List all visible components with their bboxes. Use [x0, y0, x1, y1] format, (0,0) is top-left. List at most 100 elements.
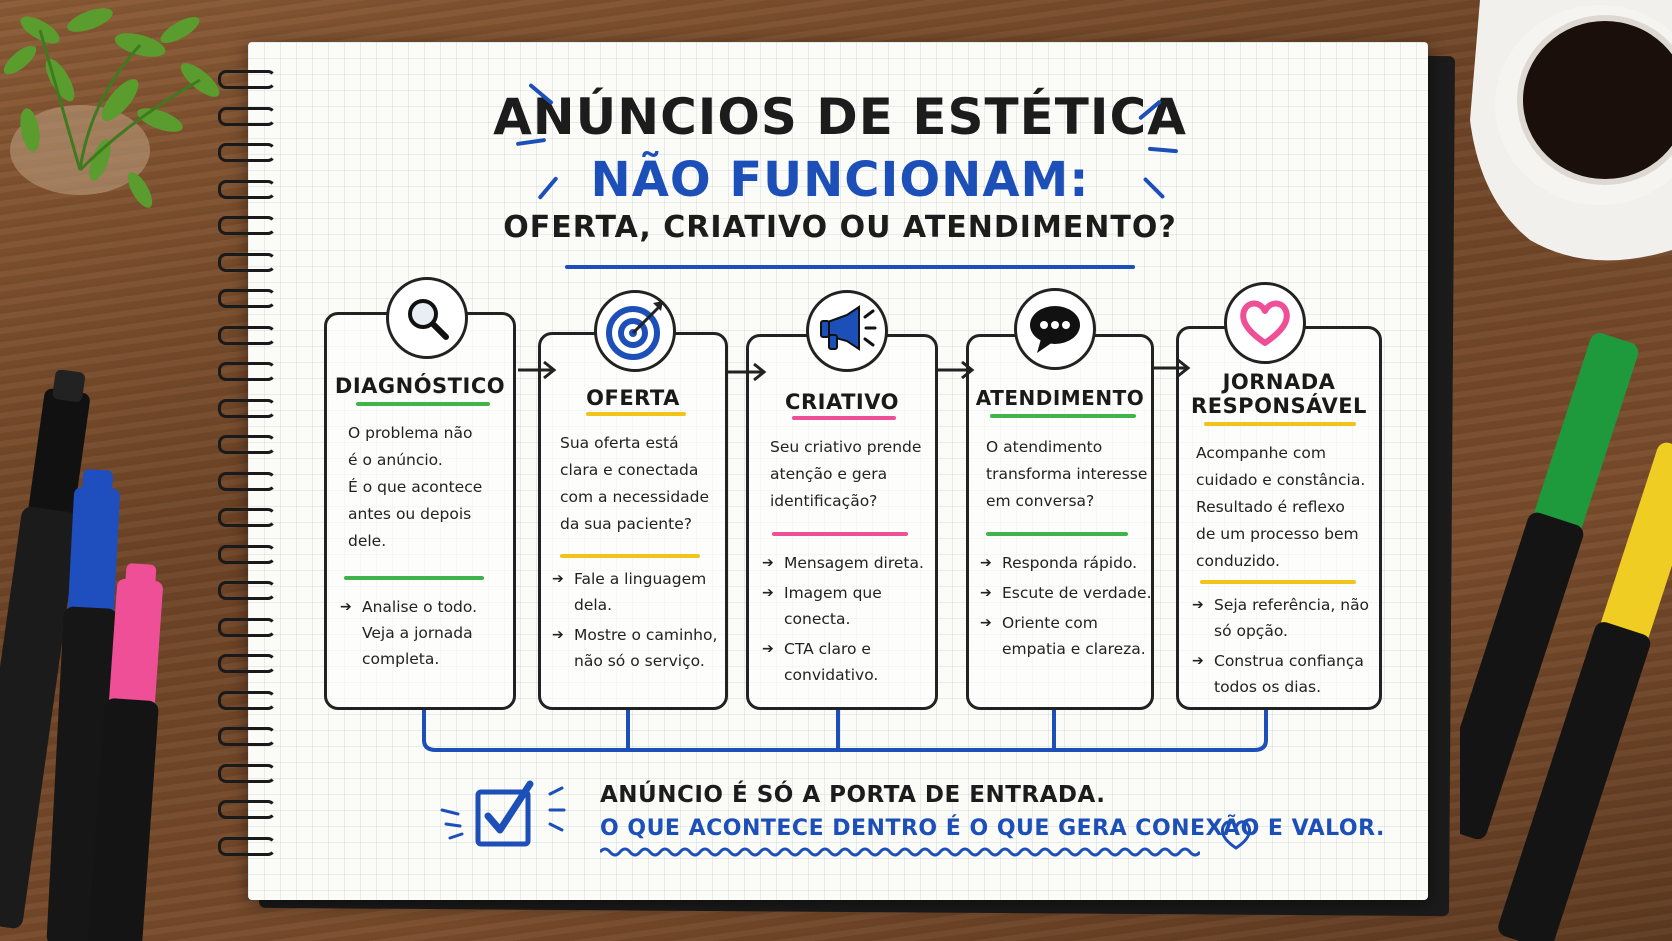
step-icon-circle: [386, 277, 468, 359]
step-bullet: Imagem que conecta.: [762, 580, 934, 632]
target-icon: [603, 299, 667, 363]
title-line-1: ANÚNCIOS DE ESTÉTICA: [460, 88, 1220, 146]
heart-outline-icon: [1218, 818, 1254, 852]
title-line-2: NÃO FUNCIONAM:: [460, 152, 1220, 208]
flow-arrow-icon: [516, 360, 560, 380]
step-text: O atendimento transforma interesse em co…: [986, 434, 1156, 515]
step-title: DIAGNÓSTICO: [324, 374, 516, 398]
step-text-line: É o que acontece: [348, 474, 508, 501]
spiral-ring: [218, 764, 276, 783]
spiral-ring: [218, 180, 276, 199]
spiral-ring: [218, 70, 276, 89]
step-text-line: em conversa?: [986, 488, 1156, 515]
step-text: O problema não é o anúncio. É o que acon…: [348, 420, 508, 555]
step-text-line: O atendimento: [986, 434, 1156, 461]
markers-left-decoration: [0, 370, 190, 941]
step-bullets: Analise o todo. Veja a jornada completa.: [340, 594, 504, 676]
notebook-spiral: [218, 70, 278, 880]
step-bullet: Oriente com empatia e clareza.: [980, 610, 1152, 662]
flow-arrow-icon: [934, 360, 978, 380]
step-text: Seu criativo prende atenção e gera ident…: [770, 434, 940, 515]
step-title: JORNADA RESPONSÁVEL: [1176, 370, 1382, 418]
spiral-ring: [218, 727, 276, 746]
spiral-ring: [218, 435, 276, 454]
spiral-ring: [218, 691, 276, 710]
step-bullet: Analise o todo. Veja a jornada completa.: [340, 594, 504, 672]
step-text-line: Acompanhe com: [1196, 440, 1380, 467]
step-text-line: de um processo bem: [1196, 521, 1380, 548]
footer-line-1: ANÚNCIO É SÓ A PORTA DE ENTRADA.: [600, 782, 1105, 808]
step-text-line: conduzido.: [1196, 548, 1380, 575]
spiral-ring: [218, 472, 276, 491]
spiral-ring: [218, 545, 276, 564]
step-title-line: JORNADA: [1176, 370, 1382, 394]
step-title: ATENDIMENTO: [966, 386, 1154, 410]
step-bullet: Construa confiança todos os dias.: [1192, 648, 1378, 700]
spiral-ring: [218, 837, 276, 856]
chat-bubble-icon: [1027, 303, 1083, 355]
step-icon-circle: [594, 290, 676, 372]
step-text: Sua oferta está clara e conectada com a …: [560, 430, 730, 538]
checkbox-icon: [438, 776, 578, 856]
header: ANÚNCIOS DE ESTÉTICA NÃO FUNCIONAM: OFER…: [460, 0, 1220, 280]
step-text-line: identificação?: [770, 488, 940, 515]
step-title-underline: [792, 416, 896, 420]
step-text-line: clara e conectada: [560, 457, 730, 484]
step-text-line: Sua oferta está: [560, 430, 730, 457]
step-bullet: Fale a linguagem dela.: [552, 566, 722, 618]
megaphone-icon: [817, 303, 877, 359]
step-text-line: dele.: [348, 528, 508, 555]
step-text-line: com a necessidade: [560, 484, 730, 511]
step-separator: [560, 554, 700, 558]
heart-icon: [1238, 298, 1292, 348]
spiral-ring: [218, 289, 276, 308]
spiral-ring: [218, 800, 276, 819]
step-icon-circle: [806, 290, 888, 372]
spiral-ring: [218, 107, 276, 126]
step-separator: [344, 576, 484, 580]
step-text-line: transforma interesse: [986, 461, 1156, 488]
spiral-ring: [218, 326, 276, 345]
spiral-ring: [218, 143, 276, 162]
step-title-underline: [586, 412, 686, 416]
spiral-ring: [218, 362, 276, 381]
step-text-line: Resultado é reflexo: [1196, 494, 1380, 521]
step-title-underline: [356, 402, 490, 406]
spiral-ring: [218, 581, 276, 600]
step-bullets: Fale a linguagem dela. Mostre o caminho,…: [552, 566, 722, 678]
step-title: CRIATIVO: [746, 390, 938, 414]
step-separator: [986, 532, 1128, 536]
step-bullet: Escute de verdade.: [980, 580, 1152, 606]
spiral-ring: [218, 508, 276, 527]
step-text-line: é o anúncio.: [348, 447, 508, 474]
step-text-line: antes ou depois: [348, 501, 508, 528]
step-bullets: Mensagem direta. Imagem que conecta. CTA…: [762, 550, 934, 692]
step-bullet: Mensagem direta.: [762, 550, 934, 576]
title-underline: [565, 265, 1135, 269]
step-title: OFERTA: [538, 386, 728, 410]
cards-bracket: [420, 710, 1270, 756]
step-bullet: Seja referência, não só opção.: [1192, 592, 1378, 644]
title-line-3: OFERTA, CRIATIVO OU ATENDIMENTO?: [460, 210, 1220, 245]
spiral-ring: [218, 654, 276, 673]
step-text: Acompanhe com cuidado e constância. Resu…: [1196, 440, 1380, 575]
step-bullet: Mostre o caminho, não só o serviço.: [552, 622, 722, 674]
step-title-line: RESPONSÁVEL: [1176, 394, 1382, 418]
footer-wavy-underline: [600, 846, 1200, 858]
step-text-line: da sua paciente?: [560, 511, 730, 538]
step-bullets: Seja referência, não só opção. Construa …: [1192, 592, 1378, 704]
markers-right-decoration: [1460, 330, 1672, 941]
step-icon-circle: [1014, 288, 1096, 370]
step-bullet: CTA claro e convidativo.: [762, 636, 934, 688]
step-title-underline: [1204, 422, 1356, 426]
spiral-ring: [218, 253, 276, 272]
step-text-line: O problema não: [348, 420, 508, 447]
step-text-line: cuidado e constância.: [1196, 467, 1380, 494]
footer-line-2: O QUE ACONTECE DENTRO É O QUE GERA CONEX…: [600, 816, 1385, 841]
step-text-line: Seu criativo prende: [770, 434, 940, 461]
spiral-ring: [218, 216, 276, 235]
flow-arrow-icon: [1150, 358, 1194, 378]
step-separator: [1200, 580, 1356, 584]
flow-arrow-icon: [726, 362, 770, 382]
spiral-ring: [218, 618, 276, 637]
